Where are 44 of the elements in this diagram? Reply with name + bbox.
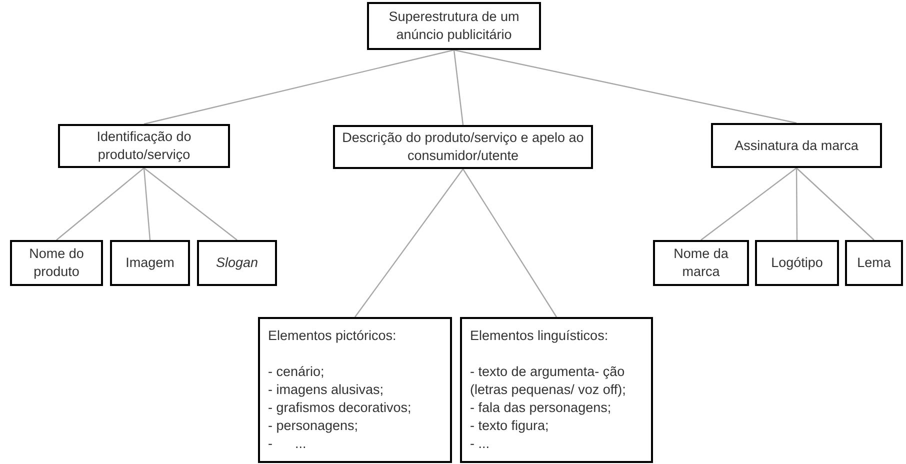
concept-box bbox=[711, 123, 882, 168]
list-item: - ... bbox=[470, 435, 490, 453]
concept-box bbox=[58, 124, 230, 168]
list-item: - personagens; bbox=[268, 417, 358, 435]
node-label: Imagem bbox=[126, 254, 174, 272]
connector-line bbox=[143, 168, 151, 240]
list-item: - ... bbox=[268, 435, 306, 453]
connector-line bbox=[454, 49, 797, 124]
list-item: - texto de argumenta- ção (letras pequenas/ voz off); bbox=[470, 363, 627, 399]
connector-line bbox=[796, 168, 798, 240]
concept-box bbox=[653, 240, 749, 286]
node-label: Assinatura da marca bbox=[734, 136, 858, 154]
node-label: Nome da marca bbox=[672, 245, 730, 281]
connector-line bbox=[462, 168, 557, 318]
connector-line bbox=[796, 168, 874, 240]
list-heading: Elementos linguísticos: bbox=[470, 327, 608, 345]
list-item: - cenário; bbox=[268, 363, 324, 381]
concept-box bbox=[367, 2, 541, 50]
connector-line bbox=[354, 168, 464, 318]
connector-line bbox=[144, 49, 454, 125]
concept-box bbox=[755, 240, 839, 286]
node-label: Descrição do produto/serviço e apelo ao consumidor/utente bbox=[341, 129, 585, 165]
connector-line bbox=[56, 168, 144, 240]
concept-box bbox=[10, 240, 103, 286]
list-box bbox=[460, 317, 653, 463]
node-label: Lema bbox=[857, 254, 891, 272]
list-heading: Elementos pictóricos: bbox=[268, 327, 396, 345]
list-item: - texto figura; bbox=[470, 417, 549, 435]
node-label: Nome do produto bbox=[28, 245, 85, 281]
concept-box bbox=[197, 240, 277, 286]
list-box bbox=[258, 317, 452, 463]
connector-line bbox=[700, 168, 797, 240]
connector-line bbox=[453, 50, 464, 126]
node-label: Superestrutura de um anúncio publicitário bbox=[388, 8, 520, 44]
list-item: - fala das personagens; bbox=[470, 399, 612, 417]
list-item: - grafismos decorativos; bbox=[268, 399, 412, 417]
list-item: - imagens alusivas; bbox=[268, 381, 384, 399]
concept-box bbox=[110, 240, 190, 286]
concept-box bbox=[845, 240, 903, 286]
concept-box bbox=[333, 125, 593, 169]
connector-line bbox=[144, 168, 238, 240]
node-label: Logótipo bbox=[771, 254, 823, 272]
node-label: Identificação do produto/serviço bbox=[96, 128, 192, 164]
node-label: Slogan bbox=[216, 254, 258, 272]
